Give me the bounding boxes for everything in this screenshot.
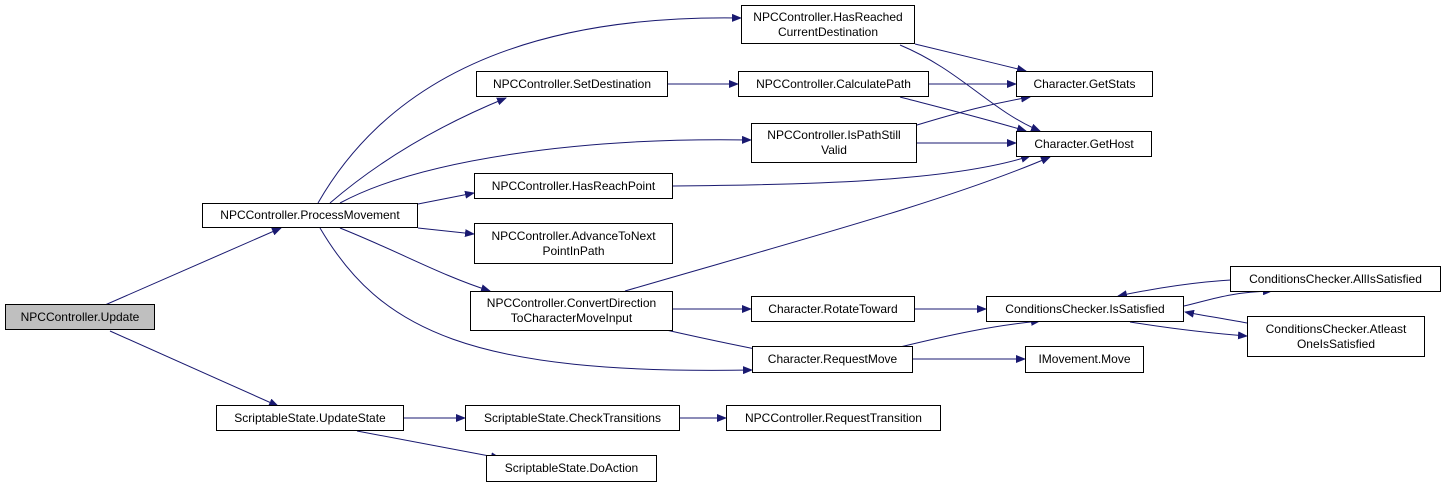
edge-process-movement-to-has-reached-current-destination — [317, 13, 742, 204]
node-character-requestmove[interactable]: Character.RequestMove — [752, 346, 913, 373]
edge-has-reach-point-to-get-host — [672, 154, 1031, 187]
node-npccontroller-advancetonextpointinpath[interactable]: NPCController.AdvanceToNext PointInPath — [474, 223, 673, 264]
edge-is-satisfied-to-atleast-one — [1129, 321, 1248, 340]
node-scriptablestate-doaction[interactable]: ScriptableState.DoAction — [486, 455, 657, 482]
edge-update-to-update-state — [109, 330, 279, 407]
node-npccontroller-requesttransition[interactable]: NPCController.RequestTransition — [726, 405, 941, 431]
node-character-gethost[interactable]: Character.GetHost — [1016, 131, 1152, 157]
edge-process-movement-to-request-move — [319, 227, 753, 375]
edge-process-movement-to-set-destination — [329, 97, 507, 204]
node-npccontroller-setdestination[interactable]: NPCController.SetDestination — [476, 71, 668, 97]
edge-process-movement-to-is-path-still-valid — [339, 135, 752, 204]
edge-process-movement-to-convert-direction — [339, 227, 491, 293]
edge-is-satisfied-to-all-is-satisfied — [1183, 287, 1273, 307]
node-scriptablestate-updatestate[interactable]: ScriptableState.UpdateState — [216, 405, 404, 431]
edge-process-movement-to-has-reach-point — [417, 190, 475, 205]
node-npccontroller-update[interactable]: NPCController.Update — [5, 304, 155, 330]
edge-update-to-process-movement — [104, 227, 282, 306]
edge-is-path-still-valid-to-get-stats — [916, 94, 1031, 126]
edge-atleast-one-to-is-satisfied — [1184, 309, 1248, 324]
node-character-getstats[interactable]: Character.GetStats — [1016, 71, 1153, 97]
node-npccontroller-hasreachpoint[interactable]: NPCController.HasReachPoint — [474, 173, 673, 199]
node-npccontroller-hasreachedcurrentdestination[interactable]: NPCController.HasReached CurrentDestinat… — [741, 5, 915, 44]
edge-has-reached-to-get-host — [899, 44, 1041, 132]
edge-request-move-to-is-satisfied — [899, 317, 1041, 348]
edge-process-movement-to-advance-to-next-point — [417, 227, 475, 238]
node-npccontroller-ispathstillvalid[interactable]: NPCController.IsPathStill Valid — [751, 123, 917, 163]
edge-update-state-to-do-action — [356, 430, 501, 461]
node-character-rotatetoward[interactable]: Character.RotateToward — [751, 296, 915, 322]
edge-calculate-path-to-get-host — [899, 96, 1027, 133]
node-npccontroller-convertdirectiontocharactermoveinput[interactable]: NPCController.ConvertDirection ToCharact… — [470, 291, 673, 331]
edge-convert-direction-to-get-host — [624, 156, 1051, 292]
node-imovement-move[interactable]: IMovement.Move — [1025, 346, 1144, 373]
node-npccontroller-calculatepath[interactable]: NPCController.CalculatePath — [738, 71, 929, 97]
node-npccontroller-processmovement[interactable]: NPCController.ProcessMovement — [202, 203, 418, 228]
node-scriptablestate-checktransitions[interactable]: ScriptableState.CheckTransitions — [465, 405, 680, 431]
edge-has-reached-to-get-stats — [914, 43, 1027, 73]
node-conditionschecker-allissatisfied[interactable]: ConditionsChecker.AllIsSatisfied — [1230, 266, 1441, 292]
node-conditionschecker-issatisfied[interactable]: ConditionsChecker.IsSatisfied — [986, 296, 1184, 322]
node-conditionschecker-atleastoneissatisfied[interactable]: ConditionsChecker.Atleast OneIsSatisfied — [1247, 316, 1425, 357]
